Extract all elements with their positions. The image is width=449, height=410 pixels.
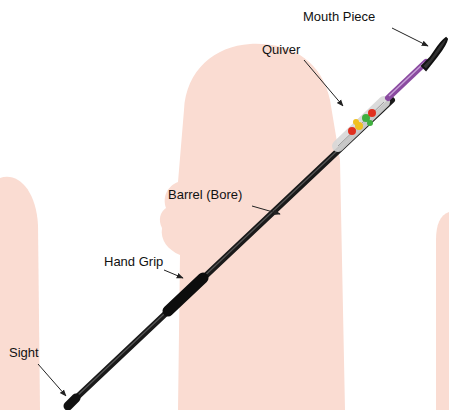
leader-arrow — [252, 206, 280, 214]
mouth-tube-highlight — [389, 62, 425, 96]
darts — [348, 109, 376, 135]
leader-arrow — [38, 364, 66, 396]
leader-arrow — [304, 60, 343, 106]
barrel-tube — [74, 100, 392, 400]
leader-arrow — [164, 270, 183, 278]
hand-grip — [168, 278, 203, 311]
part-label: Quiver — [262, 43, 300, 57]
mouth-tube — [388, 62, 426, 98]
silhouette — [160, 44, 345, 410]
quiver-tube — [338, 102, 384, 146]
leader-arrow — [392, 28, 428, 46]
part-label: Mouth Piece — [303, 10, 375, 24]
silhouette — [436, 212, 449, 410]
sight — [68, 398, 76, 406]
quiver-tube-edge — [338, 102, 384, 146]
part-label: Barrel (Bore) — [168, 188, 242, 202]
silhouette — [0, 177, 40, 410]
mouth-piece — [422, 38, 447, 70]
part-label: Hand Grip — [104, 255, 163, 269]
part-label: Sight — [9, 346, 39, 360]
barrel-highlight — [76, 101, 390, 397]
